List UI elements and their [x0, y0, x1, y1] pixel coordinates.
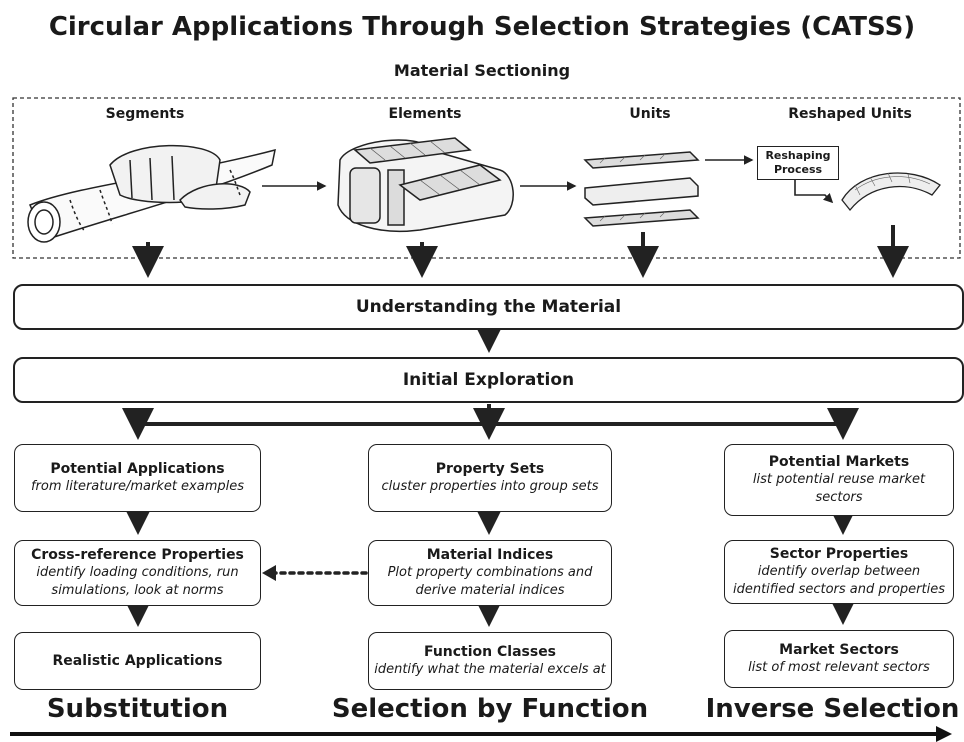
stage-reshaped-units: Reshaped Units: [788, 106, 912, 122]
elements-illustration: [337, 137, 514, 232]
segments-illustration: [27, 144, 276, 243]
exploration-box: Initial Exploration: [13, 357, 964, 403]
box-desc: list potential reuse market sectors: [752, 472, 926, 505]
box-desc: identify overlap between identified sect…: [732, 564, 946, 597]
arrow-reshaping-to-reshaped: [794, 180, 834, 204]
page-title: Circular Applications Through Selection …: [48, 12, 916, 42]
stage-segments: Segments: [105, 106, 185, 122]
potential-applications-box: Potential Applications from literature/m…: [14, 444, 261, 512]
box-title: Realistic Applications: [52, 653, 223, 669]
market-sectors-box: Market Sectors list of most relevant sec…: [724, 630, 954, 688]
box-title: Market Sectors: [779, 642, 899, 658]
function-classes-box: Function Classes identify what the mater…: [368, 632, 612, 690]
label-inverse-selection: Inverse Selection: [705, 694, 960, 724]
stage-units: Units: [629, 106, 671, 122]
understanding-box: Understanding the Material: [13, 284, 964, 330]
box-desc: cluster properties into group sets: [381, 479, 599, 494]
label-substitution: Substitution: [46, 694, 229, 724]
box-title: Potential Markets: [768, 454, 910, 470]
exploration-label: Initial Exploration: [402, 370, 575, 390]
box-desc: list of most relevant sectors: [748, 660, 930, 675]
understanding-label: Understanding the Material: [355, 297, 622, 317]
box-title: Property Sets: [435, 461, 545, 477]
cross-reference-box: Cross-reference Properties identify load…: [14, 540, 261, 606]
reshaping-process-box: Reshaping Process: [757, 146, 839, 180]
property-sets-box: Property Sets cluster properties into gr…: [368, 444, 612, 512]
potential-markets-box: Potential Markets list potential reuse m…: [724, 444, 954, 516]
box-title: Cross-reference Properties: [31, 547, 244, 563]
box-title: Potential Applications: [50, 461, 225, 477]
box-title: Sector Properties: [769, 546, 909, 562]
material-indices-box: Material Indices Plot property combinati…: [368, 540, 612, 606]
reshaped-units-illustration: [841, 172, 941, 212]
sector-properties-box: Sector Properties identify overlap betwe…: [724, 540, 954, 604]
stage-elements: Elements: [388, 106, 462, 122]
sectioning-subtitle: Material Sectioning: [393, 61, 571, 80]
label-selection-by-function: Selection by Function: [331, 694, 649, 724]
box-desc: Plot property combinations and derive ma…: [387, 565, 593, 598]
box-title: Material Indices: [426, 547, 554, 563]
box-title: Function Classes: [423, 644, 557, 660]
units-illustration: [583, 151, 700, 227]
box-desc: identify loading conditions, run simulat…: [36, 565, 239, 598]
box-desc: identify what the material excels at: [374, 662, 606, 677]
box-desc: from literature/market examples: [30, 479, 245, 494]
realistic-applications-box: Realistic Applications: [14, 632, 261, 690]
reshaping-process-label: Reshaping Process: [765, 149, 831, 176]
